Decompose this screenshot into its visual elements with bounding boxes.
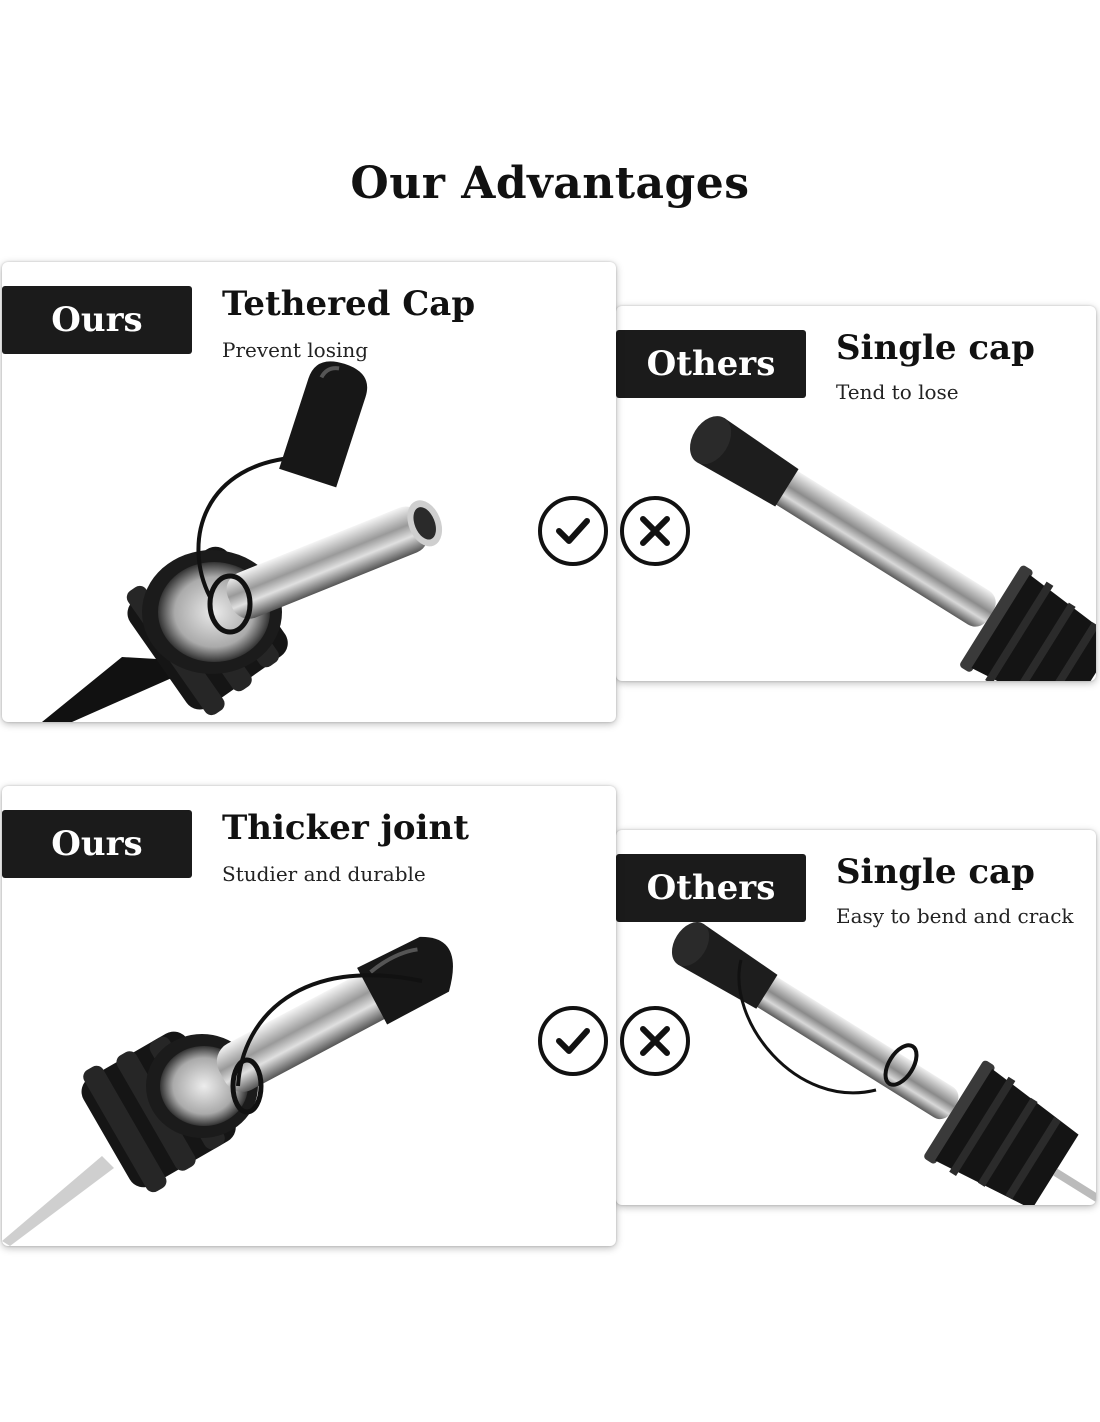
ours-heading: Thicker joint	[222, 808, 469, 848]
others-card-2: Others Single cap Easy to bend and crack	[616, 830, 1096, 1205]
ours-card-1: Ours Tethered Cap Prevent losing	[2, 262, 616, 722]
others-subtitle: Easy to bend and crack	[836, 904, 1074, 928]
page-title: Our Advantages	[350, 158, 750, 209]
check-circle-icon	[538, 1006, 608, 1076]
ours-heading: Tethered Cap	[222, 284, 476, 324]
others-badge: Others	[616, 330, 806, 398]
x-circle-icon	[620, 1006, 690, 1076]
ours-badge: Ours	[2, 286, 192, 354]
ours-badge: Ours	[2, 810, 192, 878]
others-heading: Single cap	[836, 328, 1035, 368]
others-heading: Single cap	[836, 852, 1035, 892]
ours-card-2: Ours Thicker joint Studier and durable	[2, 786, 616, 1246]
others-card-1: Others Single cap Tend to lose	[616, 306, 1096, 681]
ours-subtitle: Studier and durable	[222, 862, 426, 886]
single-cap-pourer-illustration	[689, 416, 1096, 681]
check-circle-icon	[538, 496, 608, 566]
ours-subtitle: Prevent losing	[222, 338, 369, 362]
thicker-joint-pourer-illustration	[2, 936, 453, 1246]
thin-joint-pourer-illustration	[671, 922, 1096, 1205]
x-circle-icon	[620, 496, 690, 566]
others-subtitle: Tend to lose	[836, 380, 959, 404]
others-badge: Others	[616, 854, 806, 922]
tethered-cap-pourer-illustration	[42, 361, 443, 722]
